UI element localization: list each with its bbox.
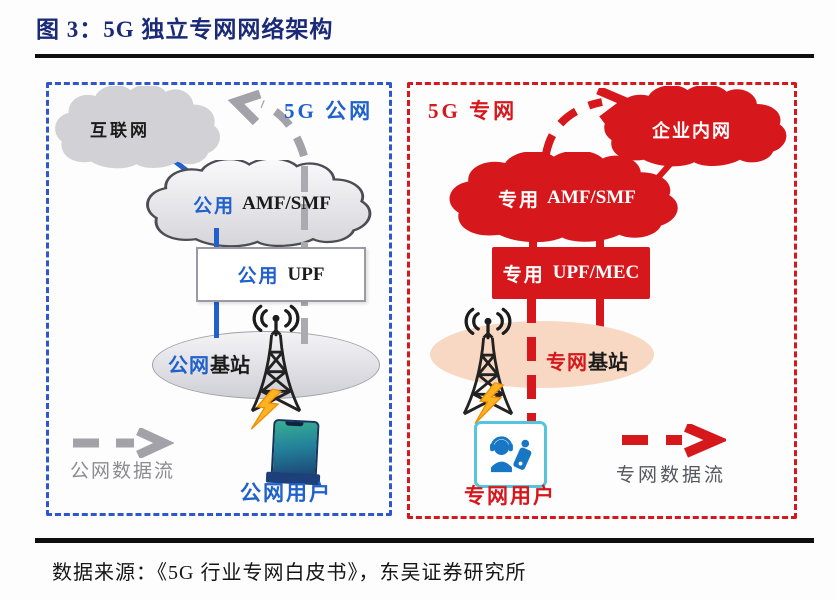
private-base-station-ellipse — [430, 321, 654, 388]
private-data-flow-label: 专网数据流 — [616, 465, 727, 486]
public-bs-prefix: 公网 — [168, 355, 210, 377]
private-upf-suffix: UPF/MEC — [552, 262, 640, 283]
enterprise-intranet-cloud-icon — [604, 86, 787, 167]
public-upf-box: 公用 UPF — [196, 247, 366, 302]
private-core-box-link-left — [529, 236, 537, 250]
private-upf-box: 专用 UPF/MEC — [492, 247, 650, 299]
private-box-bs-link — [596, 299, 604, 329]
public-core-suffix: AMF/SMF — [242, 193, 331, 214]
private-bs-suffix: 基站 — [588, 352, 628, 374]
private-network-label: 5G 专网 — [428, 99, 518, 123]
public-uplink-arrow-icon — [227, 90, 308, 158]
title-divider — [35, 54, 814, 58]
public-upf-prefix: 公用 — [237, 266, 280, 287]
public-core-cloud-icon — [146, 160, 372, 248]
cell-tower-icon — [250, 304, 302, 413]
lightning-icon — [474, 381, 505, 425]
private-upf-prefix: 专用 — [502, 264, 545, 286]
smartphone-notch — [285, 421, 304, 427]
public-user-label: 公网用户 — [240, 481, 332, 505]
private-user-label: 专网用户 — [464, 484, 556, 508]
source-text: 数据来源：《5G 行业专网白皮书》，东吴证券研究所 — [52, 562, 527, 584]
private-core-cloud-label: 专用 AMF/SMF — [448, 152, 686, 244]
public-base-station-label: 公网基站 — [168, 349, 250, 378]
private-core-cloud-icon — [449, 152, 678, 243]
lightning-icon — [250, 387, 282, 430]
private-bs-prefix: 专网 — [546, 352, 588, 374]
enterprise-intranet-label: 企业内网 — [652, 121, 732, 141]
internet-cloud-icon — [55, 86, 220, 169]
public-core-cloud-label: 公用 AMF/SMF — [146, 160, 378, 248]
private-network-panel — [407, 82, 797, 519]
private-base-station-label: 专网基站 — [546, 346, 628, 375]
public-data-flow-arrow-icon — [73, 428, 174, 458]
public-bs-suffix: 基站 — [210, 355, 250, 377]
internet-cloud-label: 互联网 — [90, 121, 150, 140]
private-core-suffix: AMF/SMF — [547, 187, 636, 208]
source-divider — [35, 538, 814, 543]
figure-title: 图 3：5G 独立专网网络架构 — [36, 17, 334, 42]
private-core-prefix: 专用 — [498, 189, 541, 211]
private-flow-dashed-line — [527, 299, 536, 429]
private-uplink-arrow-icon — [542, 88, 635, 155]
user-devices-icon — [489, 435, 531, 472]
private-user-box — [474, 421, 547, 488]
public-data-flow-label: 公网数据流 — [70, 461, 176, 482]
private-core-box-link-right — [596, 236, 604, 250]
public-network-label: 5G 公网 — [284, 99, 374, 123]
public-network-panel — [46, 82, 392, 516]
public-upf-suffix: UPF — [287, 263, 325, 285]
private-data-flow-arrow-icon — [622, 424, 726, 458]
public-core-prefix: 公用 — [193, 195, 236, 217]
